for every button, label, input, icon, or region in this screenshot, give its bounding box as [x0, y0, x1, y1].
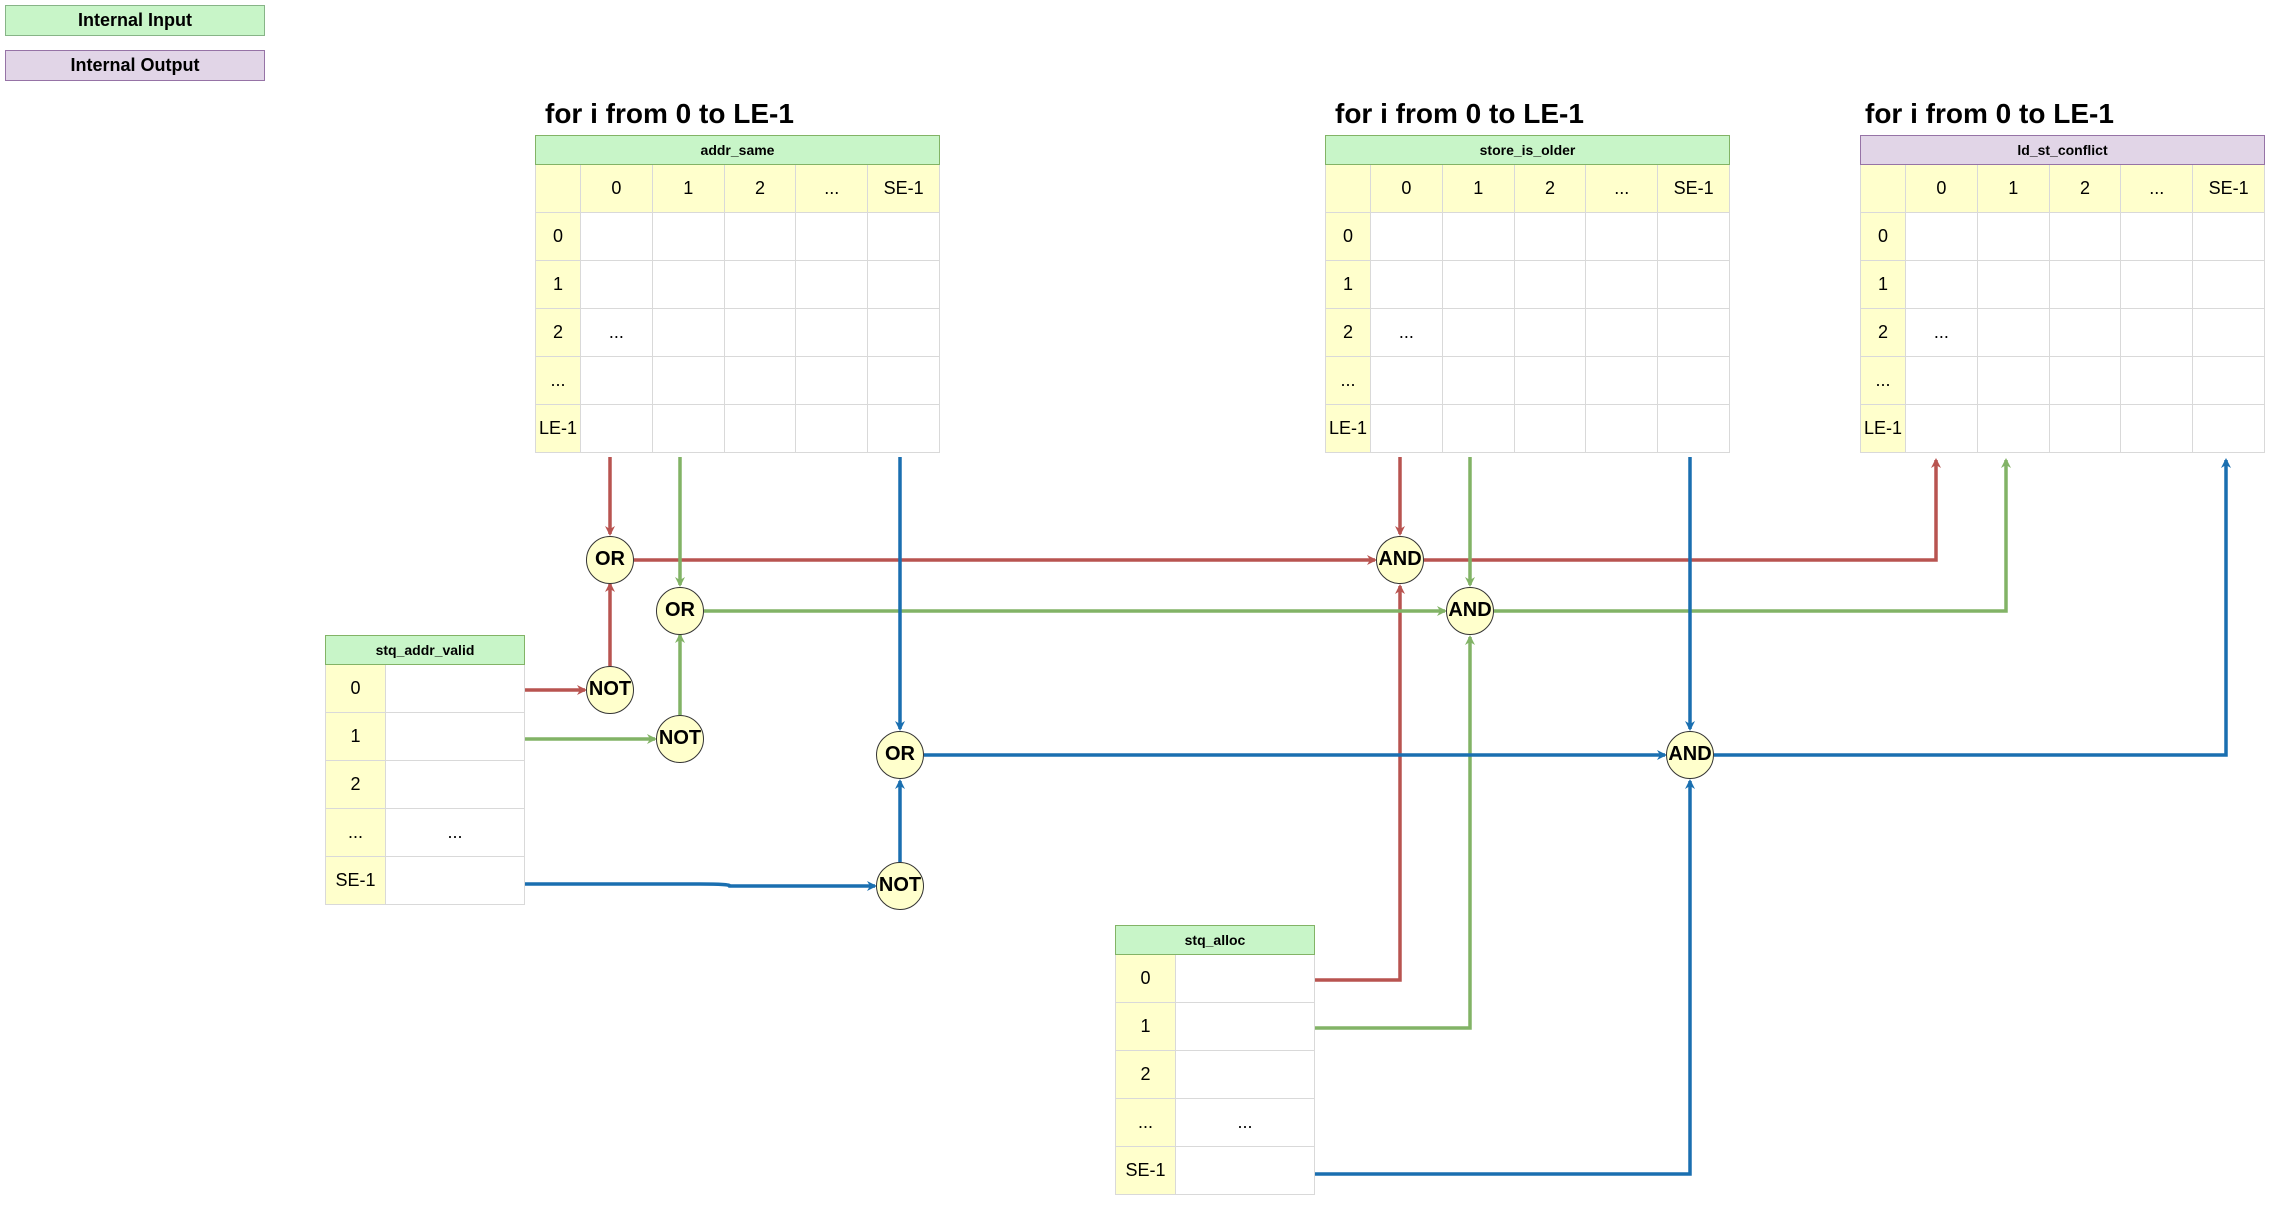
matrix-store-is-older: store_is_older 0 1 2 ... SE-1 0 1 2... .…	[1325, 135, 1730, 453]
row-header: SE-1	[1115, 1146, 1176, 1195]
row-header: LE-1	[535, 404, 581, 453]
row-header: ...	[325, 808, 386, 857]
col-header: 0	[1370, 164, 1443, 213]
matrix-ellipsis: ...	[1905, 308, 1978, 357]
and-gate-blue: AND	[1666, 731, 1714, 779]
and-gate-green: AND	[1446, 587, 1494, 635]
row-header: SE-1	[325, 856, 386, 905]
not-gate-red: NOT	[586, 666, 634, 714]
col-header: 0	[1905, 164, 1978, 213]
col-header: 2	[2048, 164, 2122, 213]
col-header: 2	[723, 164, 797, 213]
matrix-title: addr_same	[535, 135, 940, 165]
col-header: 1	[651, 164, 725, 213]
wire-blue-and-to-conflict	[1714, 458, 2231, 757]
wire-blue-valid-to-not	[525, 881, 877, 891]
matrix-title: ld_st_conflict	[1860, 135, 2265, 165]
col-header: SE-1	[867, 164, 940, 213]
or-gate-green: OR	[656, 587, 704, 635]
row-header: 0	[1115, 954, 1176, 1003]
matrix-ld-st-conflict: ld_st_conflict 0 1 2 ... SE-1 0 1 2... .…	[1860, 135, 2265, 453]
row-header: 2	[1325, 308, 1371, 357]
col-header: ...	[1585, 164, 1659, 213]
row-header: 0	[535, 212, 581, 261]
row-header: 1	[325, 712, 386, 761]
or-gate-blue: OR	[876, 731, 924, 779]
row-header: 2	[535, 308, 581, 357]
row-header: LE-1	[1860, 404, 1906, 453]
wire-red-and-to-conflict	[1424, 458, 1941, 562]
matrix-title: store_is_older	[1325, 135, 1730, 165]
row-header: 1	[1325, 260, 1371, 309]
vector-ellipsis: ...	[385, 808, 525, 857]
wire-green-alloc-to-and	[1315, 635, 1475, 1030]
corner-cell	[1860, 164, 1906, 213]
row-header: 1	[1860, 260, 1906, 309]
row-header: ...	[1115, 1098, 1176, 1147]
and-gate-red: AND	[1376, 536, 1424, 584]
wire-red-alloc-to-and	[1315, 584, 1405, 982]
row-header: 0	[1860, 212, 1906, 261]
row-header: ...	[535, 356, 581, 405]
vector-ellipsis: ...	[1175, 1098, 1315, 1147]
not-gate-blue: NOT	[876, 862, 924, 910]
not-gate-green: NOT	[656, 715, 704, 763]
row-header: 2	[1860, 308, 1906, 357]
row-header: 1	[535, 260, 581, 309]
matrix-ellipsis: ...	[580, 308, 653, 357]
col-header: SE-1	[1657, 164, 1730, 213]
vector-title: stq_addr_valid	[325, 635, 525, 665]
loop-title-addr-same: for i from 0 to LE-1	[545, 98, 794, 129]
row-header: 2	[1115, 1050, 1176, 1099]
legend-internal-output: Internal Output	[5, 50, 265, 81]
loop-title-store-is-older: for i from 0 to LE-1	[1335, 98, 1584, 129]
col-header: ...	[2120, 164, 2194, 213]
matrix-addr-same: addr_same 0 1 2 ... SE-1 0 1 2... ... LE…	[535, 135, 940, 453]
vector-stq-addr-valid: stq_addr_valid 0 1 2 ...... SE-1	[325, 635, 525, 905]
col-header: ...	[795, 164, 869, 213]
vector-title: stq_alloc	[1115, 925, 1315, 955]
col-header: SE-1	[2192, 164, 2265, 213]
row-header: ...	[1325, 356, 1371, 405]
matrix-ellipsis: ...	[1370, 308, 1443, 357]
row-header: 0	[1325, 212, 1371, 261]
row-header: 0	[325, 664, 386, 713]
col-header: 1	[1441, 164, 1515, 213]
row-header: ...	[1860, 356, 1906, 405]
corner-cell	[1325, 164, 1371, 213]
row-header: LE-1	[1325, 404, 1371, 453]
wire-blue-alloc-to-and	[1315, 779, 1695, 1176]
col-header: 1	[1976, 164, 2050, 213]
row-header: 1	[1115, 1002, 1176, 1051]
vector-stq-alloc: stq_alloc 0 1 2 ...... SE-1	[1115, 925, 1315, 1195]
loop-title-ld-st-conflict: for i from 0 to LE-1	[1865, 98, 2114, 129]
row-header: 2	[325, 760, 386, 809]
corner-cell	[535, 164, 581, 213]
col-header: 2	[1513, 164, 1587, 213]
or-gate-red: OR	[586, 536, 634, 584]
wire-green-and-to-conflict	[1494, 458, 2011, 613]
legend-internal-input: Internal Input	[5, 5, 265, 36]
col-header: 0	[580, 164, 653, 213]
